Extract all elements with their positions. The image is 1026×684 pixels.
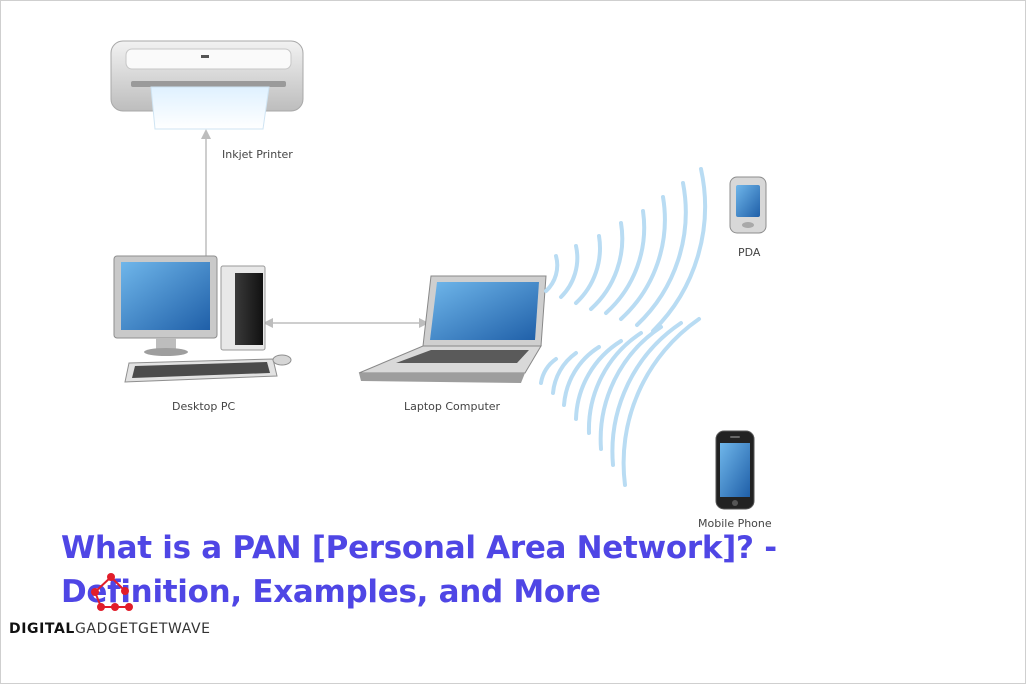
desktop-pc-icon — [113, 255, 292, 383]
pda-label: PDA — [738, 246, 761, 259]
brand-part-1: DIGITAL — [9, 621, 75, 637]
pda-icon — [729, 176, 767, 234]
desktop-pc-label: Desktop PC — [172, 400, 236, 413]
laptop-label: Laptop Computer — [404, 400, 501, 413]
printer-label: Inkjet Printer — [222, 148, 293, 161]
printer-icon — [110, 40, 304, 130]
mobile-phone-label: Mobile Phone — [698, 517, 772, 530]
wifi-signal-icon — [539, 167, 707, 487]
brand-part-2: GADGETGETWAVE — [74, 621, 211, 637]
article-headline: What is a PAN [Personal Area Network]? -… — [61, 526, 881, 614]
laptop-icon — [358, 275, 547, 383]
mobile-phone-icon — [715, 430, 755, 510]
headline-line-2: Definition, Examples, and More — [61, 574, 601, 610]
connection-printer-desktop — [201, 129, 211, 263]
headline-line-1: What is a PAN [Personal Area Network]? - — [61, 530, 777, 566]
brand-wordmark: DIGITALGADGETGETWAVE — [9, 621, 211, 637]
brand-logo-icon — [91, 573, 133, 611]
connection-desktop-laptop — [263, 318, 429, 328]
